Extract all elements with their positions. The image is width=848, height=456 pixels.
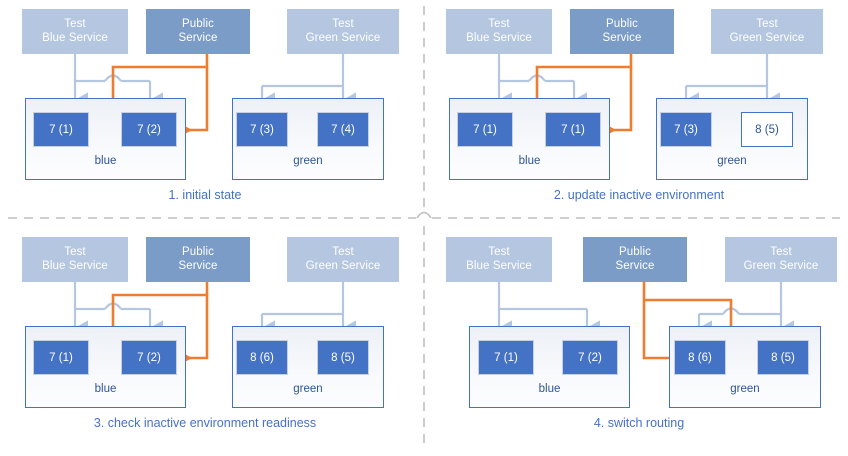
instance-box[interactable]: 7 (1) <box>33 112 89 147</box>
instance-box[interactable]: 7 (3) <box>236 112 288 147</box>
instance-box[interactable]: 8 (5) <box>317 340 369 375</box>
panel-dividers <box>8 6 840 450</box>
environment-label-green: green <box>293 155 323 167</box>
panel-caption: 4. switch routing <box>593 416 685 430</box>
instance-box-pending[interactable]: 8 (5) <box>741 112 793 147</box>
environment-label-blue: blue <box>94 155 117 167</box>
environment-label-blue: blue <box>538 383 561 395</box>
instance-box[interactable]: 8 (6) <box>674 340 726 375</box>
instance-box[interactable]: 7 (1) <box>457 112 513 147</box>
panel-caption: 3. check inactive environment readiness <box>93 416 317 430</box>
instance-box[interactable]: 7 (1) <box>545 112 601 147</box>
divider-jump-arc <box>416 211 432 219</box>
environment-label-green: green <box>717 155 747 167</box>
instance-box[interactable]: 8 (5) <box>757 340 809 375</box>
instance-box[interactable]: 7 (2) <box>121 112 177 147</box>
instance-box[interactable]: 8 (6) <box>236 340 288 375</box>
environment-label-blue: blue <box>518 155 541 167</box>
panel-caption: 1. initial state <box>168 188 242 202</box>
environment-label-green: green <box>730 383 760 395</box>
instance-box[interactable]: 7 (1) <box>33 340 89 375</box>
instance-box[interactable]: 7 (3) <box>660 112 712 147</box>
panel-caption: 2. update inactive environment <box>553 188 725 202</box>
environment-label-blue: blue <box>94 383 117 395</box>
instance-box[interactable]: 7 (4) <box>317 112 369 147</box>
instance-box[interactable]: 7 (2) <box>121 340 177 375</box>
instance-box[interactable]: 7 (1) <box>478 340 534 375</box>
environment-label-green: green <box>293 383 323 395</box>
instance-box[interactable]: 7 (2) <box>562 340 618 375</box>
